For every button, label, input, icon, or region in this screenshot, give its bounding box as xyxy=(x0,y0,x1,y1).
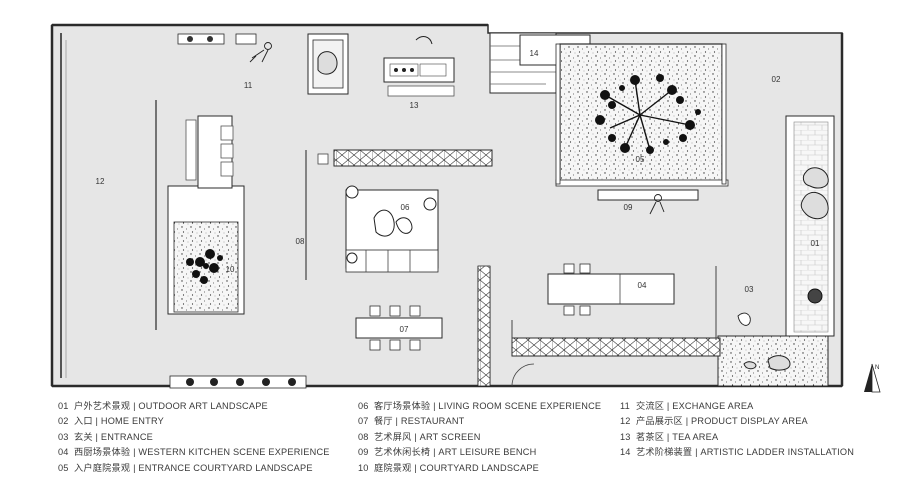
zone-number-14: 14 xyxy=(530,49,539,58)
zone-number-08: 08 xyxy=(296,237,305,246)
zone-number-04: 04 xyxy=(638,281,647,290)
zone-number-06: 06 xyxy=(401,203,410,212)
north-arrow-icon: N xyxy=(864,363,881,393)
floor-plan: 01 02 03 04 05 06 07 08 09 10 11 12 13 14 xyxy=(50,23,844,389)
restaurant xyxy=(355,305,443,351)
outdoor-art-landscape xyxy=(785,115,835,337)
rock-icon xyxy=(800,167,829,304)
exchange-area xyxy=(177,33,272,63)
zone-number-09: 09 xyxy=(624,203,633,212)
zone-number-07: 07 xyxy=(400,325,409,334)
zone-number-02: 02 xyxy=(772,75,781,84)
person-icon xyxy=(249,42,272,63)
zone-number-05: 05 xyxy=(636,155,645,164)
zone-number-03: 03 xyxy=(745,285,754,294)
tree-icon xyxy=(186,249,223,284)
zone-number-13: 13 xyxy=(410,101,419,110)
tree-icon xyxy=(595,74,701,154)
south-planting xyxy=(169,375,307,389)
tea-area xyxy=(307,33,455,97)
zone-number-12: 12 xyxy=(96,177,105,186)
south-east-courtyard xyxy=(717,335,829,387)
north-label: N xyxy=(875,365,879,371)
entrance xyxy=(737,312,751,326)
zone-number-01: 01 xyxy=(811,239,820,248)
living-room xyxy=(305,149,493,280)
zone-number-11: 11 xyxy=(244,81,253,90)
art-leisure-bench xyxy=(597,189,699,215)
display-counter xyxy=(155,100,234,330)
zone-number-layer: 01 02 03 04 05 06 07 08 09 10 11 12 13 14 xyxy=(96,49,820,334)
western-kitchen xyxy=(477,263,721,387)
entrance-courtyard xyxy=(555,43,729,187)
zone-number-10: 10 xyxy=(226,265,235,274)
courtyard-landscape xyxy=(167,185,245,315)
